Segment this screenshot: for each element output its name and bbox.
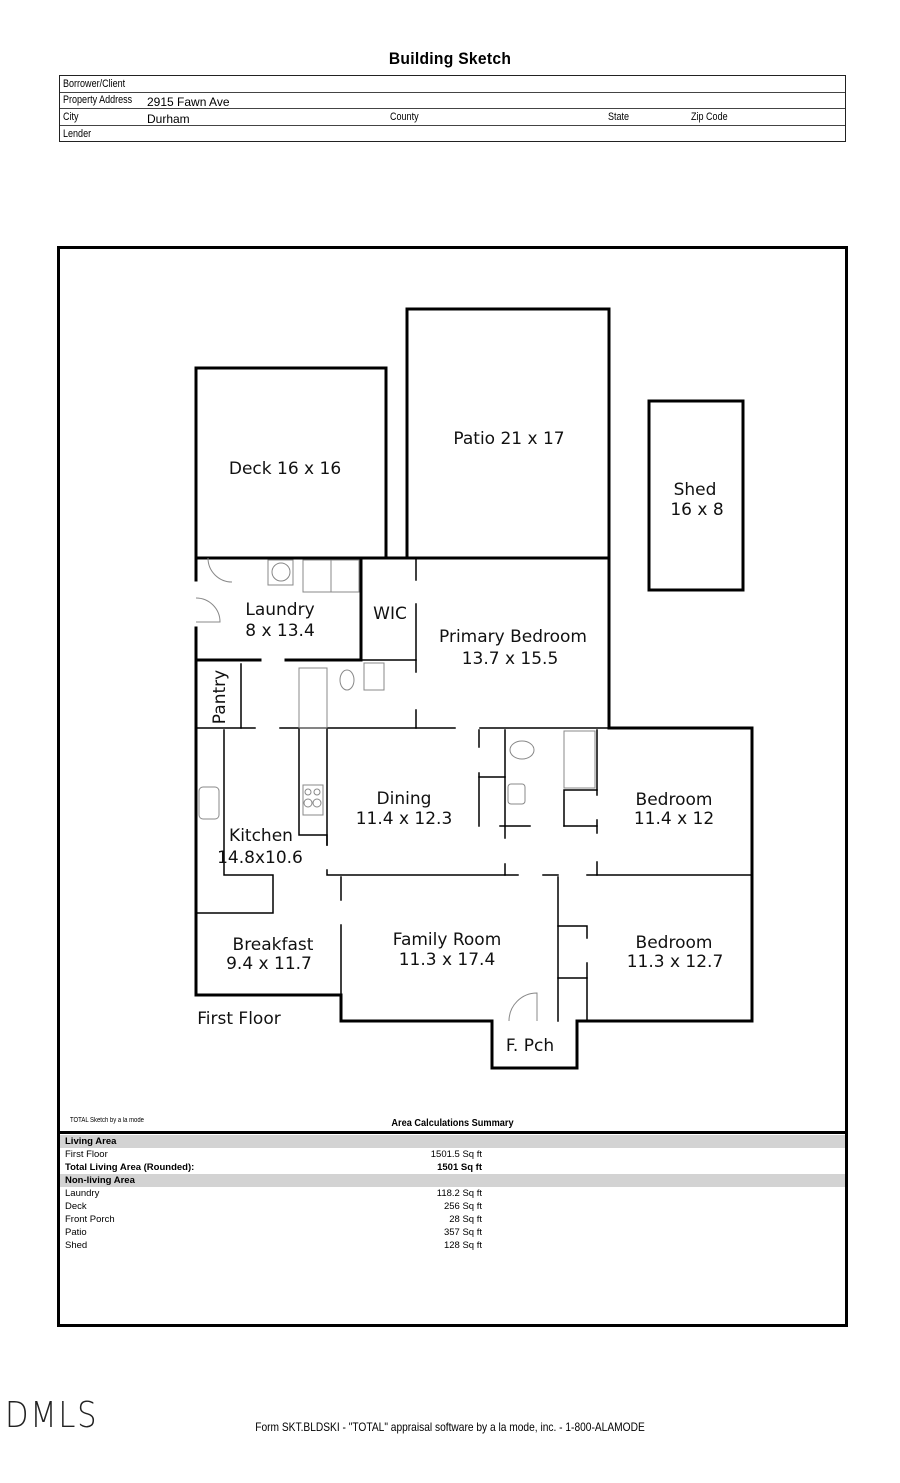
address-label: Property Address [63, 94, 133, 106]
summary-row: Front Porch 28 Sq ft [65, 1214, 482, 1225]
state-label: State [608, 111, 630, 123]
summary-row: First Floor 1501.5 Sq ft [65, 1149, 482, 1160]
floor-plan: Deck 16 x 16 Patio 21 x 17 Shed 16 x 8 L… [194, 307, 754, 1070]
borrower-label: Borrower/Client [63, 78, 126, 90]
summary-row: Laundry 118.2 Sq ft [65, 1188, 482, 1199]
patio-label: Patio 21 x 17 [453, 429, 564, 449]
porch-label: F. Pch [506, 1036, 554, 1056]
borrower-row: Borrower/Client [60, 76, 845, 93]
sketch-credit: TOTAL Sketch by a la mode [70, 1117, 144, 1124]
breakfast-dim: 9.4 x 11.7 [226, 954, 312, 974]
pantry-label: Pantry [210, 670, 230, 724]
shed-dim: 16 x 8 [670, 500, 723, 520]
breakfast-label: Breakfast [233, 935, 314, 955]
nonliving-area-header: Non-living Area [60, 1174, 845, 1187]
form-footer: Form SKT.BLDSKI - "TOTAL" appraisal soft… [255, 1420, 645, 1434]
page-title: Building Sketch [388, 49, 512, 68]
dining-label: Dining [377, 789, 432, 809]
hall-tub-icon [563, 730, 596, 789]
family-room-dim: 11.3 x 17.4 [399, 950, 496, 970]
laundry-label: Laundry [245, 600, 314, 620]
summary-title: Area Calculations Summary [391, 1118, 514, 1129]
front-door-swing-icon [508, 992, 538, 1022]
sink-icon [363, 662, 385, 691]
laundry-sink-icon [267, 559, 294, 586]
address-value: 2915 Fawn Ave [147, 95, 230, 109]
lender-label: Lender [63, 128, 92, 140]
summary-row: Patio 357 Sq ft [65, 1227, 482, 1238]
shed-outline [647, 399, 745, 592]
city-value: Durham [147, 112, 190, 126]
total-living-row: Total Living Area (Rounded): 1501 Sq ft [65, 1162, 482, 1173]
laundry-dim: 8 x 13.4 [245, 621, 315, 641]
lender-row: Lender [60, 126, 845, 142]
kitchen-sink-icon [198, 786, 220, 820]
primary-bedroom-label: Primary Bedroom [439, 627, 587, 647]
floor-label: First Floor [197, 1009, 280, 1029]
kitchen-label: Kitchen [229, 826, 293, 846]
living-area-header: Living Area [60, 1135, 845, 1148]
dining-dim: 11.4 x 12.3 [356, 809, 453, 829]
door-swing-icon [195, 597, 221, 623]
toilet-icon [339, 669, 355, 691]
primary-bedroom-dim: 13.7 x 15.5 [462, 649, 559, 669]
kitchen-dim: 14.8x10.6 [217, 848, 303, 868]
city-label: City [63, 111, 79, 123]
bedroom1-label: Bedroom [636, 790, 713, 810]
hall-sink-icon [507, 783, 526, 805]
sketch-frame [57, 246, 848, 1327]
bedroom2-label: Bedroom [636, 933, 713, 953]
hall-toilet-icon [509, 740, 535, 760]
washer-icon [302, 559, 332, 593]
city-row: City Durham County State Zip Code [60, 109, 845, 126]
bedroom1-dim: 11.4 x 12 [634, 809, 714, 829]
address-row: Property Address 2915 Fawn Ave [60, 92, 845, 109]
door-swing-icon [207, 557, 233, 583]
area-summary-table: Living Area First Floor 1501.5 Sq ft Tot… [60, 1135, 845, 1252]
summary-divider [57, 1131, 848, 1134]
family-room-label: Family Room [393, 930, 502, 950]
bedroom2-dim: 11.3 x 12.7 [627, 952, 724, 972]
stove-icon [302, 784, 324, 816]
dryer-icon [330, 559, 360, 593]
county-label: County [390, 111, 419, 123]
zip-label: Zip Code [691, 111, 728, 123]
shed-label: Shed [674, 480, 717, 500]
summary-row: Deck 256 Sq ft [65, 1201, 482, 1212]
summary-row: Shed 128 Sq ft [65, 1240, 482, 1251]
wic-label: WIC [373, 604, 407, 624]
property-info-table: Borrower/Client Property Address 2915 Fa… [59, 75, 846, 142]
dmls-logo: DMLS [5, 1395, 99, 1436]
deck-label: Deck 16 x 16 [229, 459, 341, 479]
bathtub-icon [298, 667, 328, 729]
